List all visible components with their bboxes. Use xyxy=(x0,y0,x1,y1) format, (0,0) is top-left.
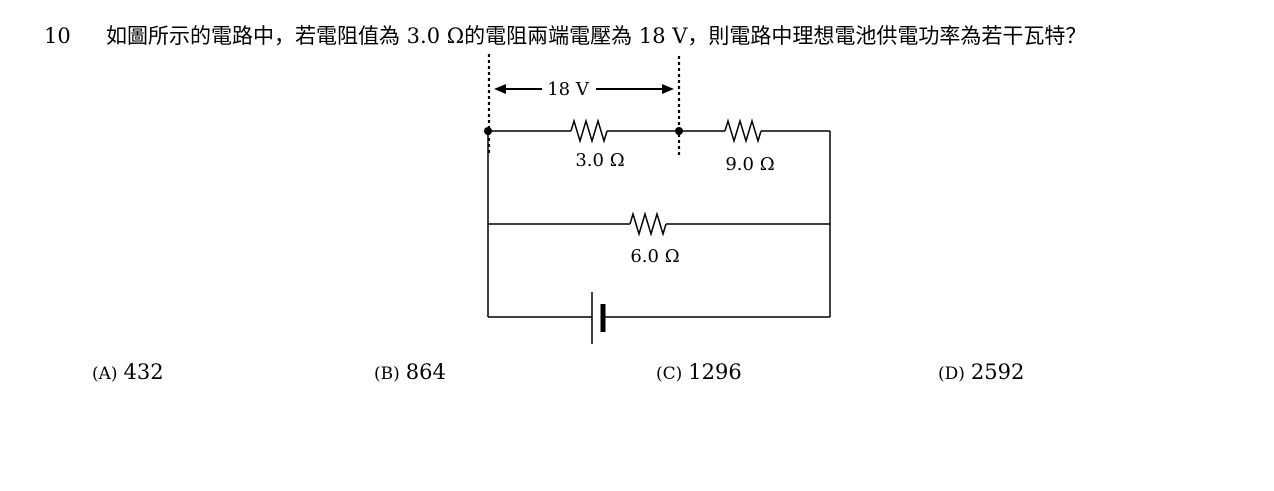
question-text: 如圖所示的電路中，若電阻值為 3.0 Ω的電阻兩端電壓為 18 V，則電路中理想… xyxy=(106,24,1087,48)
junction-middle xyxy=(675,127,683,135)
answer-choices: (A)432 (B)864 (C)1296 (D)2592 xyxy=(0,357,1274,389)
choice-a-value: 432 xyxy=(123,360,164,384)
question-number: 10 xyxy=(44,24,71,48)
choice-d: (D)2592 xyxy=(938,357,1024,389)
resistor-6ohm xyxy=(629,211,667,237)
circuit-diagram: 18 V 3.0 Ω 9.0 Ω 6.0 Ω xyxy=(470,52,850,352)
question-stem: 10 如圖所示的電路中，若電阻值為 3.0 Ω的電阻兩端電壓為 18 V，則電路中… xyxy=(44,22,1254,50)
choice-d-letter: (D) xyxy=(938,364,965,384)
voltage-arrow-left-head xyxy=(494,84,506,94)
circuit-svg: 18 V 3.0 Ω 9.0 Ω 6.0 Ω xyxy=(484,54,831,344)
resistor-9ohm-label: 9.0 Ω xyxy=(725,154,774,175)
voltage-label: 18 V xyxy=(547,79,590,100)
choice-a: (A)432 xyxy=(92,357,164,389)
choice-c: (C)1296 xyxy=(656,357,742,389)
resistor-6ohm-label: 6.0 Ω xyxy=(630,246,679,267)
choice-c-letter: (C) xyxy=(656,364,683,384)
resistor-3ohm xyxy=(570,118,608,144)
choice-b-letter: (B) xyxy=(374,364,400,384)
resistor-9ohm xyxy=(724,118,762,144)
voltage-arrow-right-head xyxy=(662,84,674,94)
choice-d-value: 2592 xyxy=(970,360,1025,384)
choice-c-value: 1296 xyxy=(688,360,742,384)
choice-a-letter: (A) xyxy=(92,364,118,384)
choice-b-value: 864 xyxy=(405,360,446,384)
resistor-3ohm-label: 3.0 Ω xyxy=(575,150,624,171)
choice-b: (B)864 xyxy=(374,357,446,389)
